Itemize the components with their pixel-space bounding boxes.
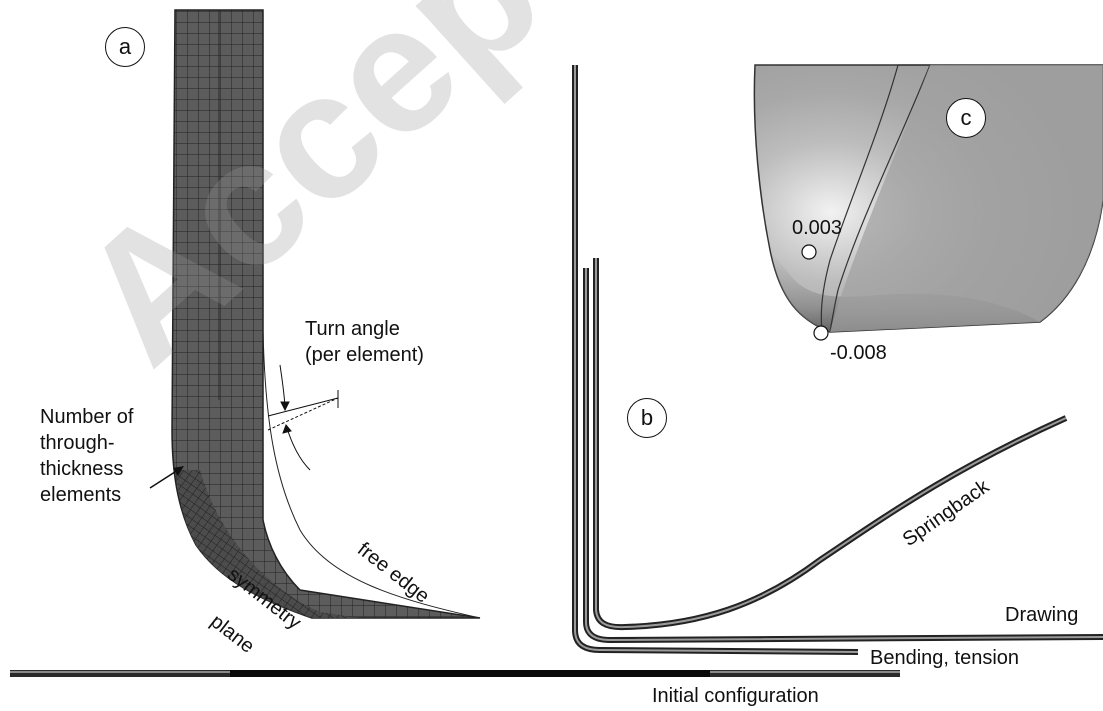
per-element-label: (per element)	[305, 344, 424, 366]
turn-angle-label: Turn angle	[305, 318, 400, 340]
panel-c-contour	[753, 64, 1103, 341]
number-of-label-line4: elements	[40, 484, 122, 506]
number-of-label-line1: Number of	[40, 406, 134, 428]
number-of-label-line2: through-	[40, 432, 115, 454]
panel-b-profiles	[572, 65, 1103, 655]
panel-b-marker: b	[627, 398, 667, 438]
panel-a-marker: a	[105, 27, 145, 67]
through-thickness-arrow	[149, 466, 184, 489]
drawing-label: Drawing	[1005, 604, 1079, 626]
point-top	[801, 244, 817, 260]
bending-tension-label: Bending, tension	[870, 647, 1020, 669]
panel-a-mesh	[171, 9, 481, 619]
initial-configuration-strip	[10, 670, 900, 677]
number-of-label-line3: thickness	[40, 458, 124, 480]
initial-configuration-label: Initial configuration	[652, 685, 819, 707]
panel-c-marker: c	[946, 98, 986, 138]
turn-angle-marker	[267, 364, 339, 471]
value-top-label: 0.003	[792, 217, 843, 239]
value-bottom-label: -0.008	[830, 342, 887, 364]
point-bottom	[813, 325, 829, 341]
